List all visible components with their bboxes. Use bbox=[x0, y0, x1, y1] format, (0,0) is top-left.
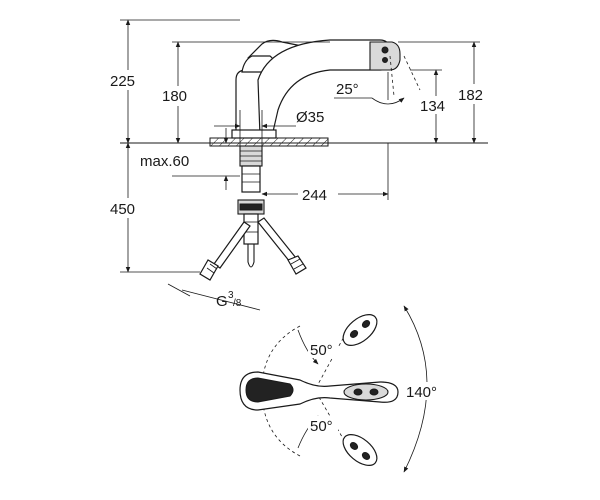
dim-height-outlet: 182 bbox=[398, 41, 494, 144]
dim-thread: G 3 /8 bbox=[167, 283, 261, 311]
dim-hole-diameter: Ø35 bbox=[214, 109, 324, 150]
pullout-top-view bbox=[343, 383, 389, 401]
label-140deg: 140° bbox=[406, 384, 437, 401]
dim-height-spout: 180 bbox=[160, 41, 330, 144]
faucet-body bbox=[231, 39, 421, 139]
top-view: 50° 50° 140° bbox=[239, 305, 446, 473]
countertop bbox=[120, 137, 488, 147]
label-diameter-35: Ø35 bbox=[296, 109, 324, 126]
label-thread-num: 3 bbox=[228, 290, 234, 301]
label-450: 450 bbox=[110, 201, 135, 218]
supply-hoses bbox=[199, 217, 307, 281]
label-25deg: 25° bbox=[336, 81, 359, 98]
outlet-upper-position bbox=[342, 314, 378, 346]
label-50deg-bottom: 50° bbox=[310, 418, 333, 435]
faucet-base bbox=[231, 129, 277, 139]
label-max60: max.60 bbox=[140, 153, 189, 170]
label-244: 244 bbox=[302, 187, 327, 204]
dim-hose-length: 450 bbox=[110, 142, 200, 273]
label-180: 180 bbox=[162, 88, 187, 105]
label-225: 225 bbox=[110, 73, 135, 90]
label-thread-den: /8 bbox=[233, 298, 242, 309]
dim-angle-pullout: 25° bbox=[334, 72, 405, 105]
dim-height-total: 225 bbox=[110, 19, 240, 144]
label-50deg-top: 50° bbox=[310, 342, 333, 359]
dim-reach: 244 bbox=[261, 143, 389, 204]
outlet-lower-position bbox=[342, 434, 378, 466]
dim-height-pullout: 134 bbox=[410, 69, 452, 144]
label-thread-g: G bbox=[216, 293, 228, 310]
mounting-assembly bbox=[237, 145, 265, 268]
pullout-head bbox=[369, 41, 401, 71]
faucet-top-outline bbox=[239, 371, 399, 411]
label-182: 182 bbox=[458, 87, 483, 104]
lever-top-view bbox=[245, 377, 294, 403]
dim-max-thickness: max.60 bbox=[140, 128, 240, 190]
label-134: 134 bbox=[420, 98, 445, 115]
